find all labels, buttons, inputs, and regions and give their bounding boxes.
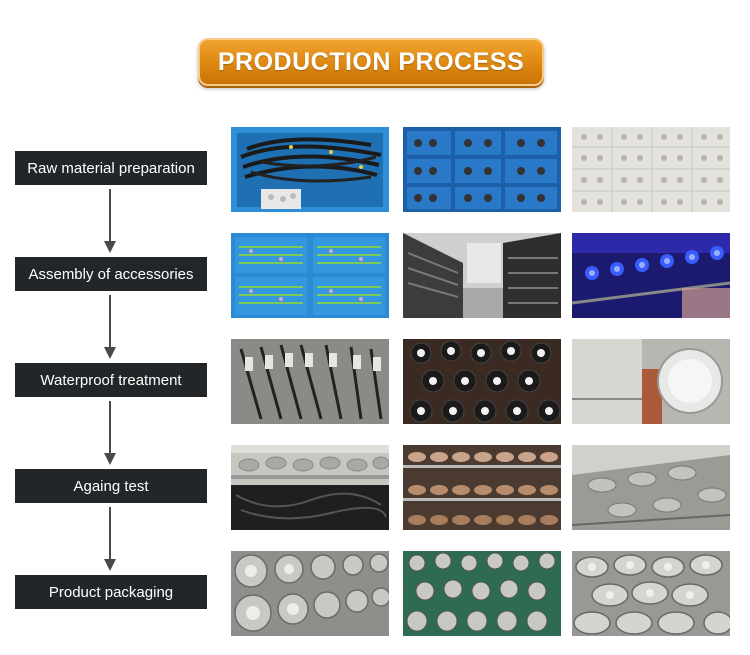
photo-steel-lamps-pile (572, 551, 730, 636)
photo-round-lamps-on-table (403, 339, 561, 424)
down-arrow-icon (104, 401, 116, 465)
page-title: PRODUCTION PROCESS (217, 47, 525, 76)
photo-sealed-connectors (231, 339, 389, 424)
step-assembly-of-accessories: Assembly of accessories (15, 257, 207, 291)
down-arrow-icon (104, 295, 116, 359)
step-aging-test: Againg test (15, 469, 207, 503)
step-product-packaging: Product packaging (15, 575, 207, 609)
down-arrow-icon (104, 507, 116, 571)
photo-cable-bundles-blue-crate (231, 127, 389, 212)
title-badge: PRODUCTION PROCESS (198, 38, 544, 86)
photo-parts-in-blue-bins (403, 127, 561, 212)
step-waterproof-treatment: Waterproof treatment (15, 363, 207, 397)
photo-wired-parts-in-trays (231, 233, 389, 318)
photo-assembly-rack-factory (403, 233, 561, 318)
photo-aging-shelf-1 (231, 445, 389, 530)
photo-aging-shelf-2 (403, 445, 561, 530)
photo-blue-lit-lamps (572, 233, 730, 318)
photo-led-boards-stacked (572, 127, 730, 212)
photo-aging-shelf-3 (572, 445, 730, 530)
photo-steel-cups-row (231, 551, 389, 636)
photo-lamp-test-machine (572, 339, 730, 424)
photo-lamps-on-green-mat (403, 551, 561, 636)
down-arrow-icon (104, 189, 116, 253)
step-raw-material-preparation: Raw material preparation (15, 151, 207, 185)
